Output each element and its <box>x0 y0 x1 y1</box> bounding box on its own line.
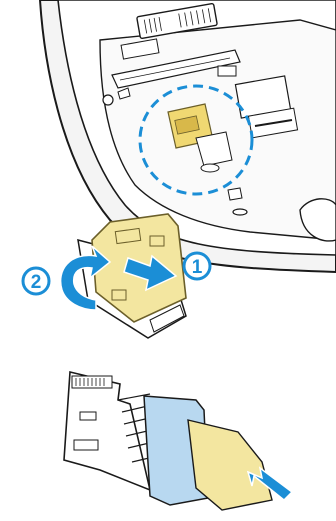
step-1-badge: 1 <box>184 253 210 279</box>
step-2-number: 2 <box>31 272 42 293</box>
sim-slot-frame <box>64 372 150 490</box>
screw-bottom <box>233 209 247 215</box>
screw-left <box>103 95 113 105</box>
device-underside-illustration <box>40 0 336 272</box>
sim-card-insert-illustration <box>64 372 292 510</box>
clip-bottom <box>228 188 242 200</box>
step-1-number: 1 <box>192 257 203 278</box>
slot-contacts-bottom <box>74 440 98 450</box>
step-2-badge: 2 <box>23 268 49 294</box>
